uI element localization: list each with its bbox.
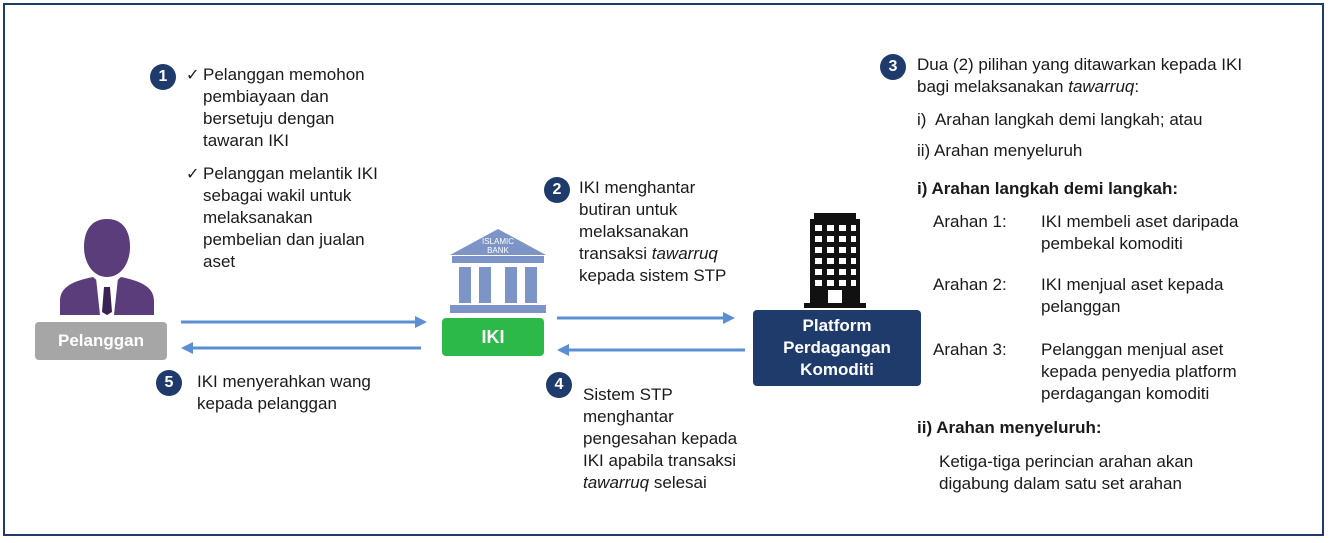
instruction-3-line: Pelanggan menjual aset (1041, 340, 1224, 359)
iki-box: IKI (442, 318, 544, 356)
heading-step-by-step: i) Arahan langkah demi langkah: (917, 179, 1179, 198)
step-5-line: kepada pelanggan (197, 394, 337, 413)
step-3-intro-line: bagi melaksanakan tawarruq: (917, 76, 1242, 98)
instruction-1-text: IKI membeli aset daripada pembekal komod… (1041, 211, 1239, 255)
step-4-number: 4 (554, 376, 564, 393)
step-4-line: pengesahan kepada (583, 429, 738, 448)
step-2-line: melaksanakan (579, 222, 689, 241)
bank-sign-line-2: BANK (487, 246, 509, 255)
step-4-badge: 4 (546, 372, 572, 398)
customer-box: Pelanggan (35, 322, 167, 360)
step-3-intro-line: Dua (2) pilihan yang ditawarkan kepada I… (917, 55, 1243, 74)
checkmark-icon: ✓ (186, 67, 200, 84)
arrowhead-left (557, 344, 569, 356)
step-1-item-2-line: melaksanakan (203, 208, 313, 227)
step-5-number: 5 (164, 374, 174, 391)
step-2-badge: 2 (544, 177, 570, 203)
step-4-line-italic: tawarruq (583, 473, 650, 492)
step-1-item-2-line: sebagai wakil untuk (203, 186, 352, 205)
building-icon (804, 213, 866, 308)
step-4-line: menghantar (583, 407, 674, 426)
step-3-intro-italic: tawarruq (1068, 77, 1135, 96)
step-1-item-2: Pelanggan melantik IKI sebagai wakil unt… (203, 163, 378, 273)
step-4-line: Sistem STP (583, 385, 673, 404)
step-3-badge: 3 (880, 54, 906, 80)
step-1-item-1: Pelanggan memohon pembiayaan dan bersetu… (203, 64, 365, 152)
instruction-2-line: pelanggan (1041, 297, 1121, 316)
step-1-item-1-line: Pelanggan memohon (203, 65, 365, 84)
step-5-line: IKI menyerahkan wang (197, 372, 371, 391)
step-4-line-suffix: selesai (649, 473, 707, 492)
step-1-item-1-line: bersetuju dengan (203, 109, 335, 128)
step-2-line: kepada sistem STP (579, 266, 727, 285)
step-2-line: butiran untuk (579, 200, 678, 219)
step-1-item-1-line: tawaran IKI (203, 131, 289, 150)
step-1-item-2-line: aset (203, 252, 236, 271)
instruction-1-label: Arahan 1: (933, 212, 1007, 231)
instruction-3-line: kepada penyedia platform (1041, 362, 1237, 381)
option-ii: ii) Arahan menyeluruh (917, 141, 1083, 160)
step-1-item-1-line: pembiayaan dan (203, 87, 329, 106)
step-2-number: 2 (552, 181, 562, 198)
bank-sign-line-1: ISLAMIC (482, 237, 514, 246)
instruction-2-line: IKI menjual aset kepada (1041, 275, 1224, 294)
customer-box-label: Pelanggan (58, 331, 144, 350)
overall-line: Ketiga-tiga perincian arahan akan (939, 452, 1194, 471)
bank-icon: ISLAMIC BANK (450, 229, 546, 313)
heading-overall: ii) Arahan menyeluruh: (917, 418, 1102, 437)
arrowhead-left (181, 342, 193, 354)
step-1-item-2-line: pembelian dan jualan (203, 230, 365, 249)
iki-box-label: IKI (481, 326, 505, 347)
overall-text: Ketiga-tiga perincian arahan akan digabu… (939, 451, 1193, 495)
step-4-line: tawarruq selesai (583, 472, 737, 494)
instruction-1-line: IKI membeli aset daripada (1041, 212, 1239, 231)
overall-line: digabung dalam satu set arahan (939, 474, 1182, 493)
instruction-1-line: pembekal komoditi (1041, 234, 1183, 253)
arrowhead-right (723, 312, 735, 324)
step-4-line: IKI apabila transaksi (583, 451, 737, 470)
step-2-text: IKI menghantar butiran untuk melaksanaka… (579, 177, 726, 287)
step-1-item-2-line: Pelanggan melantik IKI (203, 164, 378, 183)
platform-box-line: Platform (802, 316, 872, 335)
step-1-badge: 1 (150, 64, 176, 90)
platform-box-line: Komoditi (800, 360, 874, 379)
instruction-2-text: IKI menjual aset kepada pelanggan (1041, 274, 1223, 318)
option-i: i) Arahan langkah demi langkah; atau (917, 110, 1203, 129)
checkmark-icon: ✓ (186, 166, 200, 183)
person-icon (60, 219, 154, 315)
step-5-text: IKI menyerahkan wang kepada pelanggan (197, 371, 371, 415)
platform-box: Platform Perdagangan Komoditi (753, 310, 921, 386)
arrows-layer (181, 312, 745, 356)
instruction-3-label: Arahan 3: (933, 340, 1007, 359)
step-5-badge: 5 (156, 370, 182, 396)
step-3-intro-suffix: : (1134, 77, 1140, 96)
step-4-text: Sistem STP menghantar pengesahan kepada … (583, 384, 737, 494)
instruction-3-text: Pelanggan menjual aset kepada penyedia p… (1041, 339, 1237, 405)
step-2-line-prefix: transaksi (579, 244, 652, 263)
step-2-line-italic: tawarruq (651, 244, 718, 263)
step-2-line: IKI menghantar (579, 178, 696, 197)
diagram-frame: Pelanggan 1 ✓ Pelanggan memohon pembiaya… (3, 3, 1324, 536)
instruction-3-line: perdagangan komoditi (1041, 384, 1210, 403)
step-3-intro-prefix: bagi melaksanakan (917, 77, 1069, 96)
step-3-number: 3 (888, 58, 898, 75)
step-3-intro: Dua (2) pilihan yang ditawarkan kepada I… (917, 54, 1242, 98)
instruction-2-label: Arahan 2: (933, 275, 1007, 294)
arrowhead-right (415, 316, 427, 328)
platform-box-line: Perdagangan (783, 338, 891, 357)
step-1-number: 1 (158, 68, 168, 85)
step-2-line: transaksi tawarruq (579, 243, 726, 265)
